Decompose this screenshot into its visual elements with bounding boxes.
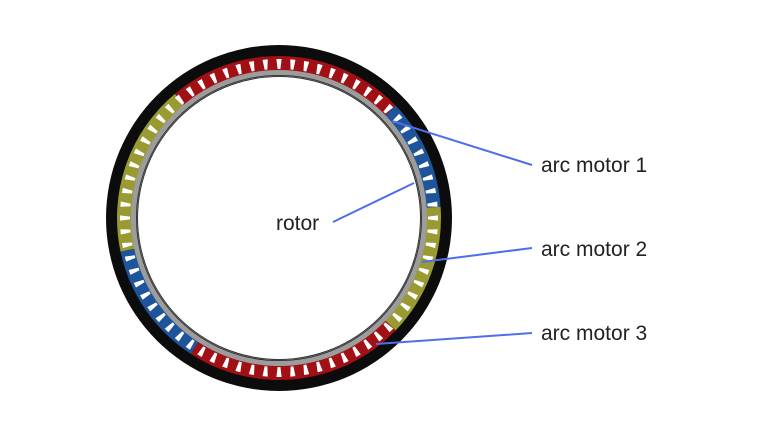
stator-slot: [235, 63, 242, 75]
stator-slot: [373, 331, 384, 342]
stator-slot: [222, 357, 230, 369]
stator-slot: [383, 322, 394, 333]
ring-motor: [106, 45, 452, 391]
stator-slot: [209, 352, 218, 364]
stator-slot: [413, 148, 425, 157]
stator-slot: [248, 60, 255, 72]
olive-segment-right: [384, 206, 441, 331]
stator-slot: [340, 352, 349, 364]
stator-slot: [425, 242, 437, 249]
stator-slot: [185, 339, 195, 350]
stator-slot: [155, 113, 166, 124]
arc-motor-2-leader: [421, 247, 533, 263]
stator-slot: [418, 267, 430, 275]
stator-slot: [425, 187, 437, 194]
stator-slot: [124, 255, 136, 262]
stator-slot: [352, 346, 361, 357]
stator-slot: [383, 103, 394, 114]
stator-slot: [121, 242, 133, 249]
blue-segment-lower-left: [120, 248, 199, 354]
stator-slot: [197, 346, 206, 357]
stator-slot: [235, 361, 242, 373]
stator-slot: [155, 312, 166, 323]
rotor-label: rotor: [276, 212, 319, 235]
arc-motor-3-leader: [375, 332, 533, 345]
stator-slot: [174, 331, 185, 342]
stator-slot: [120, 215, 130, 221]
rotor-leader: [332, 182, 415, 223]
stator-slot: [400, 302, 411, 312]
stator-slot: [290, 59, 296, 70]
stator-slot: [392, 312, 403, 323]
stator-slot: [164, 322, 175, 333]
stator-slot: [120, 229, 131, 235]
stator-slot: [418, 161, 430, 169]
red-segment-top: [174, 56, 396, 116]
stator-slot: [427, 201, 438, 207]
stator-slot: [147, 124, 158, 134]
stator-slot: [363, 339, 373, 350]
stator-slot: [303, 364, 310, 376]
stator-slot: [428, 215, 438, 221]
arc-motor-1-leader: [391, 120, 533, 166]
stator-slot: [407, 291, 418, 300]
stator-slot: [290, 366, 296, 377]
stator-slot: [413, 279, 425, 288]
stator-slot: [262, 59, 268, 70]
stator-slot: [340, 72, 349, 84]
stator-slot: [276, 59, 282, 69]
stator-slot: [328, 67, 336, 79]
stator-slot: [140, 291, 151, 300]
red-segment-bottom: [190, 320, 396, 381]
stator-slot: [133, 279, 145, 288]
stator-slot: [197, 79, 206, 90]
stator-slot: [262, 366, 268, 377]
stator-slot: [120, 201, 131, 207]
stator-slot: [185, 86, 195, 97]
stator-slot: [407, 136, 418, 145]
stator-slot: [422, 174, 434, 181]
rotor-ring: [131, 70, 427, 366]
stator-slot: [316, 361, 323, 373]
stator-slot: [363, 86, 373, 97]
rotor-core: [138, 77, 420, 359]
stator-slot: [128, 267, 140, 275]
stator-slot: [124, 174, 136, 181]
stator-slot: [303, 60, 310, 72]
stator-slot: [164, 103, 175, 114]
stator-slot: [140, 136, 151, 145]
arc-motor-1-label: arc motor 1: [541, 154, 647, 177]
stator-slot: [373, 94, 384, 105]
stator-slot: [276, 367, 282, 377]
stator-slot: [316, 63, 323, 75]
stator-slot: [248, 364, 255, 376]
stator-slot: [328, 357, 336, 369]
arc-motor-3-label: arc motor 3: [541, 322, 647, 345]
stator-slot: [147, 302, 158, 312]
arc-motor-2-label: arc motor 2: [541, 238, 647, 261]
stator-slot: [128, 161, 140, 169]
rotor-inner-edge: [136, 75, 422, 361]
stator-slot: [222, 67, 230, 79]
stator-slot: [427, 229, 438, 235]
stator-slot: [352, 79, 361, 90]
stator-slot: [174, 94, 185, 105]
stator-slot: [121, 187, 133, 194]
stator-slot: [209, 72, 218, 84]
stator-slot: [133, 148, 145, 157]
stator-slots: [120, 59, 438, 377]
